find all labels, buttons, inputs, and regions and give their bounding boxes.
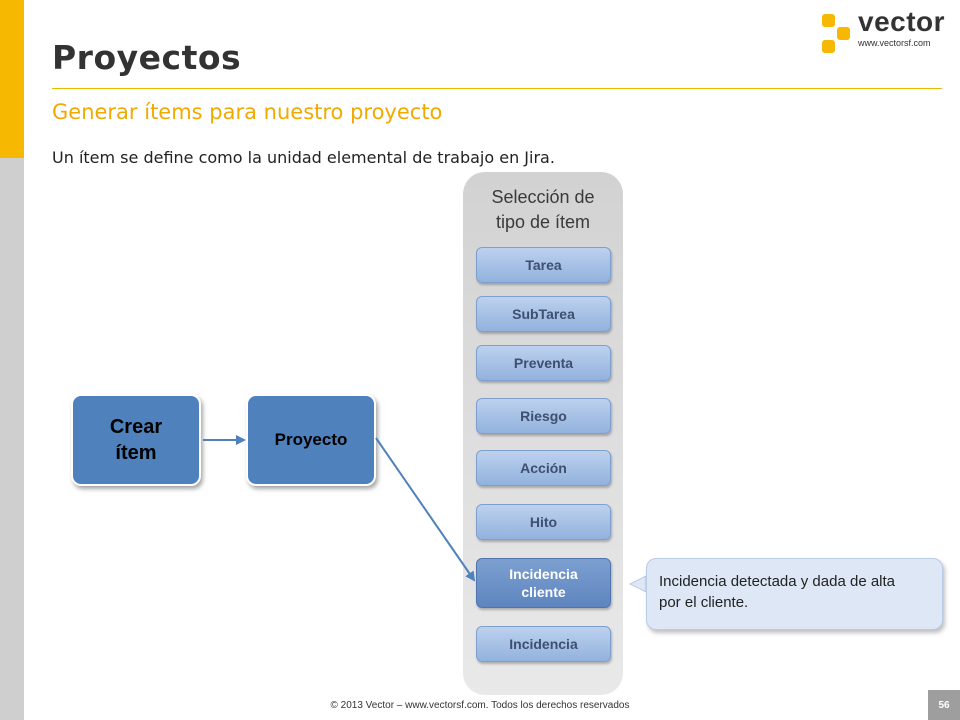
logo-url: www.vectorsf.com — [858, 38, 931, 48]
incidencia-cliente-label-line2: cliente — [521, 584, 566, 600]
incidencia-cliente-callout: Incidencia detectada y dada de alta por … — [646, 558, 943, 630]
project-to-incidencia-arrow — [375, 437, 476, 582]
item-type-panel-title: Selección de tipo de ítem — [463, 185, 623, 235]
page-subtitle: Generar ítems para nuestro proyecto — [52, 100, 443, 124]
page-number: 56 — [928, 690, 960, 720]
incidencia-cliente-label-line1: Incidencia — [509, 566, 578, 582]
title-divider — [52, 88, 942, 89]
create-item-line2: ítem — [115, 442, 157, 464]
vector-logo — [820, 12, 950, 56]
callout-pointer — [628, 575, 647, 593]
item-type-incidencia-cliente-button[interactable]: Incidencia cliente — [476, 558, 611, 608]
page-title: Proyectos — [52, 38, 242, 77]
item-type-preventa-button[interactable]: Preventa — [476, 345, 611, 381]
logo-wordmark: vector — [858, 6, 946, 37]
item-type-accion-button[interactable]: Acción — [476, 450, 611, 486]
callout-text-line2: por el cliente. — [659, 594, 749, 611]
project-box[interactable]: Proyecto — [246, 394, 376, 486]
create-item-box[interactable]: Crear ítem — [71, 394, 201, 486]
panel-title-line1: Selección de — [491, 187, 595, 207]
description-text: Un ítem se define como la unidad element… — [52, 148, 555, 167]
logo-mark-icon — [822, 14, 850, 53]
left-gray-bar — [0, 158, 24, 720]
item-type-hito-button[interactable]: Hito — [476, 504, 611, 540]
footer-copyright: © 2013 Vector – www.vectorsf.com. Todos … — [330, 700, 630, 711]
item-type-subtarea-button[interactable]: SubTarea — [476, 296, 611, 332]
item-type-incidencia-button[interactable]: Incidencia — [476, 626, 611, 662]
create-item-line1: Crear — [109, 416, 163, 438]
panel-title-line2: tipo de ítem — [495, 212, 591, 232]
left-accent-bar — [0, 0, 24, 158]
callout-text-line1: Incidencia detectada y dada de alta — [659, 573, 896, 590]
item-type-tarea-button[interactable]: Tarea — [476, 247, 611, 283]
item-type-riesgo-button[interactable]: Riesgo — [476, 398, 611, 434]
